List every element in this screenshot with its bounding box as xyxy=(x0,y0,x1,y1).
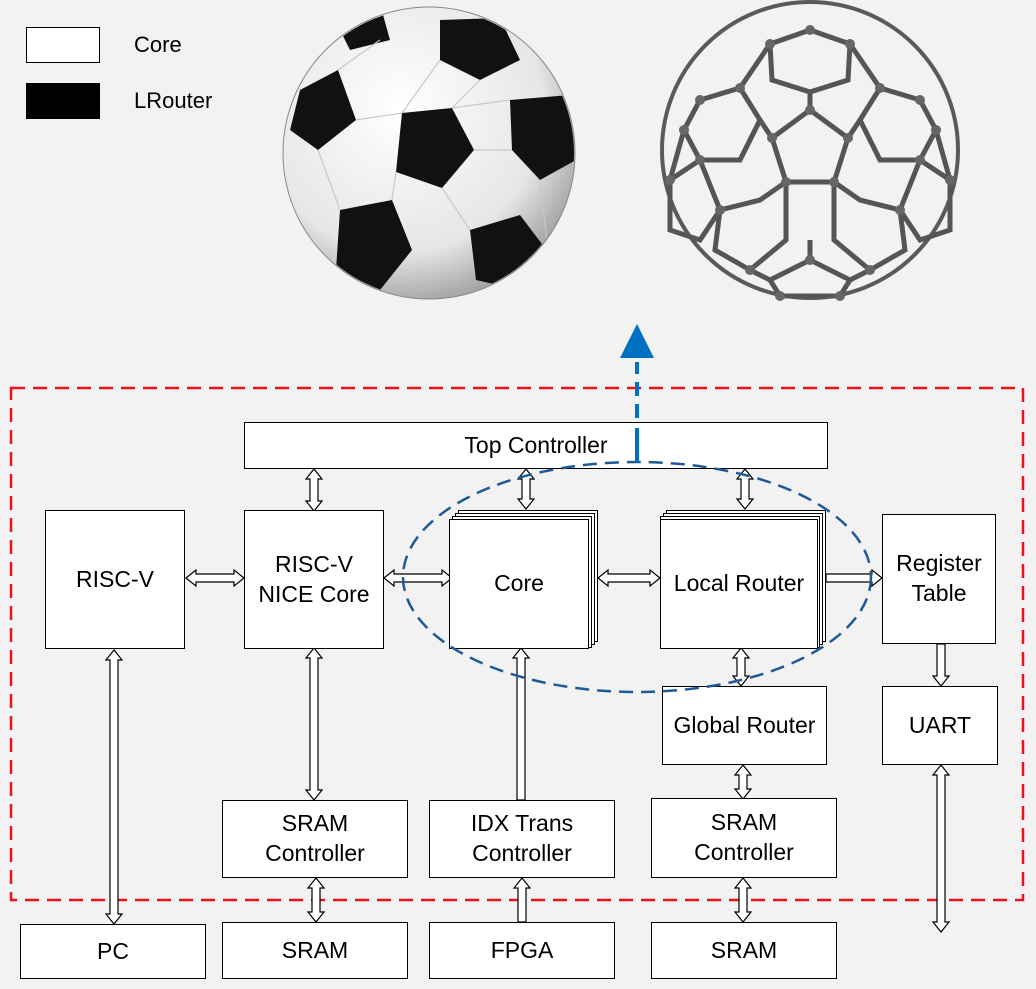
arrow-core-localrouter xyxy=(597,568,661,588)
legend-label-lrouter: LRouter xyxy=(134,88,213,113)
fullerene-molecule-image xyxy=(660,0,960,301)
arrow-nice-sramctrl xyxy=(304,647,324,801)
sram-controller-left-block: SRAM Controller xyxy=(222,800,408,878)
global-router-block: Global Router xyxy=(662,686,827,765)
soccer-ball-image xyxy=(282,6,576,300)
idx-trans-controller-block: IDX Trans Controller xyxy=(429,800,615,878)
arrow-register-uart xyxy=(931,643,951,687)
uart-block: UART xyxy=(882,686,998,765)
arrow-top-localrouter xyxy=(735,468,755,510)
sram-right-block: SRAM xyxy=(651,922,837,979)
output-arrow xyxy=(620,324,654,462)
legend-label-core: Core xyxy=(134,32,182,57)
fpga-block: FPGA xyxy=(429,922,615,979)
arrow-nice-core xyxy=(383,568,453,588)
top-controller-block: Top Controller xyxy=(244,422,828,469)
sram-left-block: SRAM xyxy=(222,922,408,979)
risc-v-block: RISC-V xyxy=(45,510,185,649)
core-block: Core xyxy=(449,519,589,649)
local-router-block: Local Router xyxy=(660,519,818,649)
arrow-localrouter-register xyxy=(825,568,883,588)
arrow-riscv-pc xyxy=(104,649,124,925)
register-table-block: Register Table xyxy=(882,514,996,644)
arrow-top-nice xyxy=(304,468,324,512)
arrow-localrouter-globalrouter xyxy=(731,647,751,687)
risc-v-nice-core-block: RISC-V NICE Core xyxy=(244,510,384,649)
legend-swatch-core xyxy=(26,27,100,63)
arrow-top-core xyxy=(516,468,536,510)
chip-boundary xyxy=(9,386,1025,902)
arrow-uart-external xyxy=(931,764,951,933)
arrow-globalrouter-sramctrl xyxy=(733,764,753,800)
arrow-idx-core xyxy=(511,647,531,801)
pc-block: PC xyxy=(20,924,206,979)
legend-swatch-lrouter xyxy=(26,83,100,119)
sram-controller-right-block: SRAM Controller xyxy=(651,798,837,878)
arrow-riscv-nice xyxy=(185,568,245,588)
